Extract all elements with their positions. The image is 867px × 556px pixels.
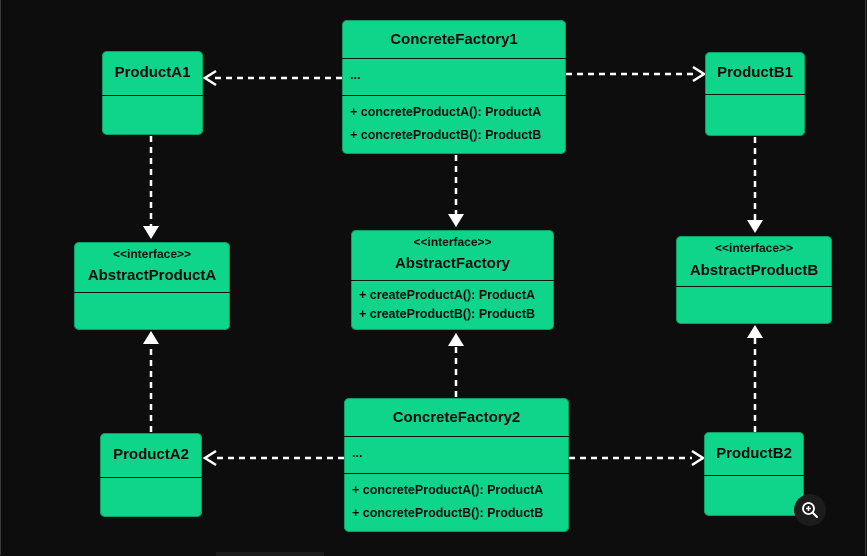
- class-name: ConcreteFactory2: [392, 409, 521, 426]
- stereotype: <<interface>>: [413, 235, 492, 249]
- method: + concreteProductB(): ProductB: [352, 506, 544, 520]
- class-name: ProductB2: [716, 445, 792, 462]
- class-name: ConcreteFactory1: [390, 31, 518, 48]
- product-a2-class[interactable]: ProductA2: [100, 433, 202, 517]
- class-name: AbstractProductA: [87, 267, 217, 284]
- scroll-indicator: [216, 552, 324, 556]
- concrete-factory-1-class[interactable]: ConcreteFactory1 ... + concreteProductA(…: [342, 20, 566, 154]
- method: + concreteProductB(): ProductB: [350, 128, 542, 142]
- arrowhead-producta2: [202, 449, 217, 467]
- abstract-product-b-interface[interactable]: <<interface>> AbstractProductB: [676, 236, 832, 324]
- concrete-factory-2-class[interactable]: ConcreteFactory2 ... + concreteProductA(…: [344, 398, 569, 532]
- product-b2-class[interactable]: ProductB2: [704, 432, 804, 516]
- class-name: AbstractFactory: [394, 255, 511, 272]
- arrowhead-abstractfactory-top: [448, 214, 464, 227]
- method: + concreteProductA(): ProductA: [352, 483, 544, 497]
- class-name: ProductA1: [114, 64, 191, 81]
- abstract-factory-interface[interactable]: <<interface>> AbstractFactory + createPr…: [351, 230, 554, 330]
- product-b1-class[interactable]: ProductB1: [705, 52, 805, 136]
- method: + createProductA(): ProductA: [359, 288, 536, 302]
- attributes: ...: [352, 446, 363, 460]
- class-name: ProductA2: [113, 446, 189, 463]
- arrowhead-productb2: [691, 449, 706, 467]
- arrowhead-abstractproductb-top: [747, 220, 763, 233]
- arrowhead-abstractfactory-bottom: [448, 333, 464, 346]
- arrowhead-abstractproducta-bottom: [143, 331, 159, 344]
- arrowhead-abstractproducta-top: [143, 226, 159, 239]
- class-name: ProductB1: [717, 64, 793, 81]
- class-name: AbstractProductB: [689, 262, 819, 279]
- method: + concreteProductA(): ProductA: [350, 105, 542, 119]
- zoom-in-icon: [802, 502, 818, 518]
- method: + createProductB(): ProductB: [359, 307, 536, 321]
- arrowhead-abstractproductb-bottom: [747, 325, 763, 338]
- abstract-product-a-interface[interactable]: <<interface>> AbstractProductA: [74, 242, 230, 330]
- zoom-button[interactable]: [794, 494, 826, 526]
- attributes: ...: [350, 68, 361, 82]
- arrowhead-producta1: [202, 69, 217, 87]
- arrowhead-productb1: [692, 65, 707, 83]
- stereotype: <<interface>>: [714, 241, 794, 255]
- product-a1-class[interactable]: ProductA1: [102, 51, 203, 135]
- stereotype: <<interface>>: [112, 247, 192, 261]
